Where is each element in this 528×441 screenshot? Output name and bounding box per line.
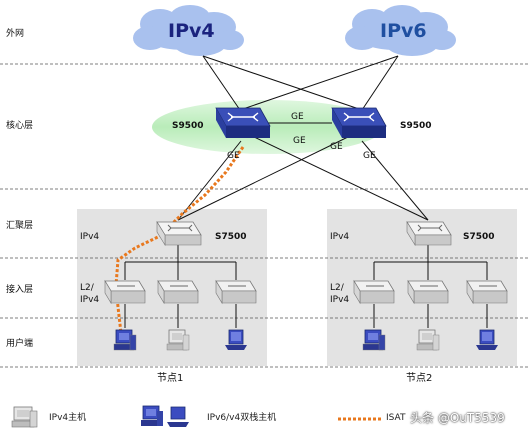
node-2-protocol: IPv4: [330, 232, 350, 242]
node-2-access-label-line2: IPv4: [330, 295, 350, 305]
legend-ipv4-host-label: IPv4主机: [49, 413, 87, 423]
aggregation-switch-node-1: [156, 220, 202, 247]
legend-dual-stack-host-icon: [141, 405, 189, 427]
cloud-ipv4-label: IPv4: [168, 20, 215, 42]
access-switch: [157, 279, 199, 305]
access-switch: [407, 279, 449, 305]
core-switch-right: [331, 107, 387, 138]
link-label-ge: GE: [291, 112, 304, 122]
node-1-protocol: IPv4: [80, 232, 100, 242]
access-switches: [104, 279, 508, 305]
node-2-name: 节点2: [406, 373, 433, 384]
access-switch: [466, 279, 508, 305]
dual-stack-desktop-icon: [362, 329, 386, 351]
legend-ipv4-host-icon: [11, 406, 38, 428]
uplink-lines: [202, 55, 399, 111]
access-switch: [353, 279, 395, 305]
node-1-tree: [124, 245, 237, 328]
watermark: 头条 @OuT5539: [410, 411, 505, 425]
access-switch: [104, 279, 146, 305]
node-1-access-label-line1: L2/: [80, 283, 94, 293]
cloud-ipv4: [133, 5, 244, 56]
layer-label-external: 外网: [6, 29, 25, 39]
node-1-access-label-line2: IPv4: [80, 295, 100, 305]
layer-label-user: 用户端: [6, 339, 34, 349]
core-switch-left: [215, 107, 271, 138]
node-2-tree: [373, 245, 488, 328]
layer-label-aggregation: 汇聚层: [6, 221, 34, 231]
aggregation-switch-node-2: [406, 220, 452, 247]
legend-isatap-label: ISAT: [386, 413, 406, 423]
laptop-host-icon: [225, 329, 247, 350]
hosts: [113, 329, 498, 351]
access-switch: [215, 279, 257, 305]
link-label-ge: GE: [363, 151, 376, 161]
node-2-switch-label: S7500: [463, 232, 495, 242]
link-label-ge: GE: [293, 136, 306, 146]
core-switch-left-label: S9500: [172, 121, 204, 131]
link-label-ge: GE: [330, 142, 343, 152]
dual-stack-desktop-icon: [113, 329, 137, 351]
layer-label-core: 核心层: [6, 121, 34, 131]
ipv4-desktop-icon: [166, 329, 190, 351]
node-2-access-label-line1: L2/: [330, 283, 344, 293]
core-switch-right-label: S9500: [400, 121, 432, 131]
laptop-host-icon: [476, 329, 498, 350]
cloud-ipv6: [345, 5, 456, 56]
ipv4-desktop-icon: [416, 329, 440, 351]
link-label-ge: GE: [227, 151, 240, 161]
cloud-ipv6-label: IPv6: [380, 20, 427, 42]
layer-dividers: [0, 63, 528, 368]
node-1-switch-label: S7500: [215, 232, 247, 242]
legend-dual-stack-host-label: IPv6/v4双栈主机: [207, 413, 277, 423]
node-1-name: 节点1: [157, 373, 184, 384]
layer-label-access: 接入层: [6, 285, 34, 295]
